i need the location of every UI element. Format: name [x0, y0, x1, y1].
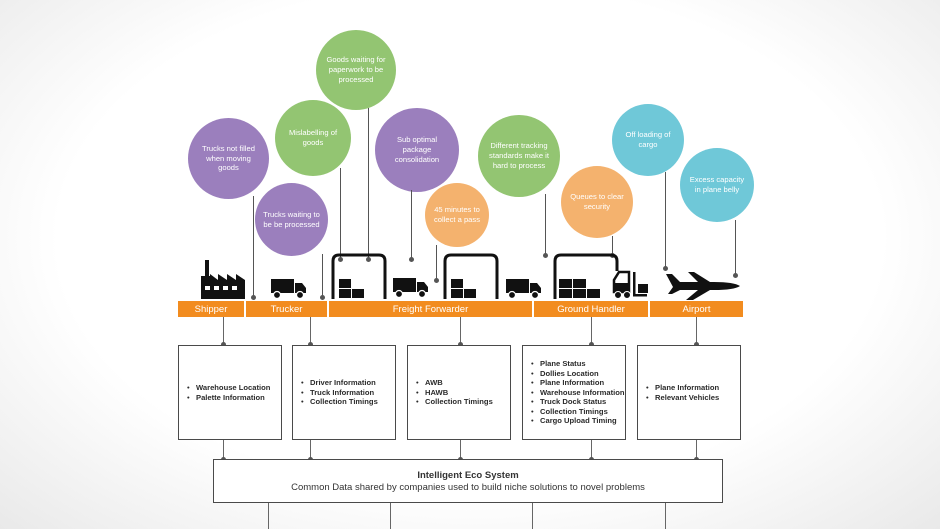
list-item: AWB: [416, 378, 493, 388]
data-list: Plane Status Dollies Location Plane Info…: [531, 359, 625, 426]
connector-line: [591, 440, 592, 459]
list-item: Plane Information: [646, 383, 719, 393]
connector-line: [223, 317, 224, 345]
forklift-icon: [612, 270, 648, 299]
data-list: Plane Information Relevant Vehicles: [646, 383, 719, 402]
truck-icon: [393, 278, 428, 298]
data-box-shipper: Warehouse Location Palette Information: [178, 345, 282, 440]
connector-line: [696, 440, 697, 459]
pin-line: [434, 245, 439, 283]
connector-line: [460, 317, 461, 345]
ecosystem-subtitle: Common Data shared by companies used to …: [291, 482, 645, 493]
stage-shipper: Shipper: [178, 301, 244, 317]
issue-bubble-off-loading: Off loading of cargo: [612, 104, 684, 176]
ecosystem-title: Intelligent Eco System: [417, 470, 519, 481]
warehouse-icon: [443, 253, 499, 299]
issue-bubble-security-queues: Queues to clear security: [561, 166, 633, 238]
list-item: Plane Status: [531, 359, 625, 369]
list-item: Relevant Vehicles: [646, 393, 719, 403]
truck-icon: [506, 279, 541, 299]
pin-line: [338, 168, 343, 262]
connector-line: [310, 440, 311, 459]
pin-line: [663, 172, 668, 271]
issue-bubble-excess-capacity: Excess capacity in plane belly: [680, 148, 754, 222]
data-box-freight-forwarder: AWB HAWB Collection Timings: [407, 345, 511, 440]
connector-line: [460, 440, 461, 459]
connector-dot: [458, 342, 463, 347]
ecosystem-box: Intelligent Eco System Common Data share…: [213, 459, 723, 503]
list-item: Cargo Upload Timing: [531, 416, 625, 426]
factory-icon: [201, 260, 245, 299]
stage-trucker: Trucker: [246, 301, 327, 317]
list-item: Collection Timings: [416, 397, 493, 407]
data-list: Driver Information Truck Information Col…: [301, 378, 378, 407]
issue-bubble-mislabelling: Mislabelling of goods: [275, 100, 351, 176]
data-box-ground-handler: Plane Status Dollies Location Plane Info…: [522, 345, 626, 440]
list-item: Driver Information: [301, 378, 378, 388]
warehouse-icon: [553, 253, 619, 299]
data-box-airport: Plane Information Relevant Vehicles: [637, 345, 741, 440]
issue-bubble-paperwork: Goods waiting for paperwork to be proces…: [316, 30, 396, 110]
pin-line: [409, 190, 414, 262]
stage-ground-handler: Ground Handler: [534, 301, 648, 317]
connector-line: [532, 503, 533, 529]
issue-bubble-tracking-standards: Different tracking standards make it har…: [478, 115, 560, 197]
list-item: Truck Dock Status: [531, 397, 625, 407]
issue-bubble-collect-pass: 45 minutes to collect a pass: [425, 183, 489, 247]
pin-line: [320, 254, 325, 300]
pin-line: [543, 194, 548, 258]
list-item: Truck Information: [301, 388, 378, 398]
warehouse-icon: [331, 253, 387, 299]
stage-freight-forwarder: Freight Forwarder: [329, 301, 532, 317]
list-item: Collection Timings: [301, 397, 378, 407]
pin-line: [733, 220, 738, 278]
connector-line: [223, 440, 224, 459]
data-list: AWB HAWB Collection Timings: [416, 378, 493, 407]
list-item: HAWB: [416, 388, 493, 398]
list-item: Warehouse Information: [531, 388, 625, 398]
issue-bubble-trucks-waiting: Trucks waiting to be be processed: [255, 183, 328, 256]
data-box-trucker: Driver Information Truck Information Col…: [292, 345, 396, 440]
list-item: Dollies Location: [531, 369, 625, 379]
connector-line: [268, 503, 269, 529]
issue-bubble-trucks-not-filled: Trucks not filled when moving goods: [188, 118, 269, 199]
connector-line: [310, 317, 311, 345]
list-item: Collection Timings: [531, 407, 625, 417]
stage-airport: Airport: [650, 301, 743, 317]
connector-dot: [694, 342, 699, 347]
list-item: Palette Information: [187, 393, 270, 403]
connector-line: [696, 317, 697, 345]
pin-line: [366, 108, 371, 262]
connector-dot: [221, 342, 226, 347]
pin-line: [251, 196, 256, 300]
list-item: Plane Information: [531, 378, 625, 388]
airplane-icon: [666, 272, 740, 300]
connector-dot: [308, 342, 313, 347]
connector-line: [390, 503, 391, 529]
list-item: Warehouse Location: [187, 383, 270, 393]
connector-line: [591, 317, 592, 345]
connector-line: [665, 503, 666, 529]
connector-dot: [589, 342, 594, 347]
issue-bubble-package-consolidation: Sub optimal package consolidation: [375, 108, 459, 192]
truck-icon: [271, 279, 306, 299]
data-list: Warehouse Location Palette Information: [187, 383, 270, 402]
